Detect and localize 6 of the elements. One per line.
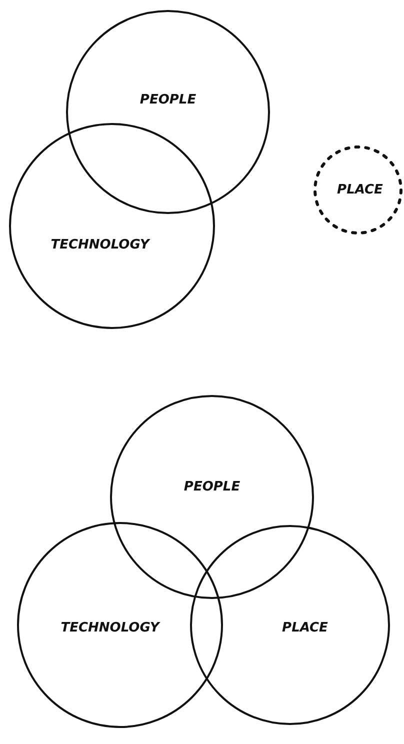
circle-label: TECHNOLOGY: [50, 238, 150, 252]
circle-label: PLACE: [337, 182, 383, 198]
circle-label: TECHNOLOGY: [60, 620, 160, 636]
circle-label: PEOPLE: [140, 92, 196, 108]
circle-label: PEOPLE: [184, 480, 240, 494]
circle-label: PLACE: [282, 620, 328, 636]
